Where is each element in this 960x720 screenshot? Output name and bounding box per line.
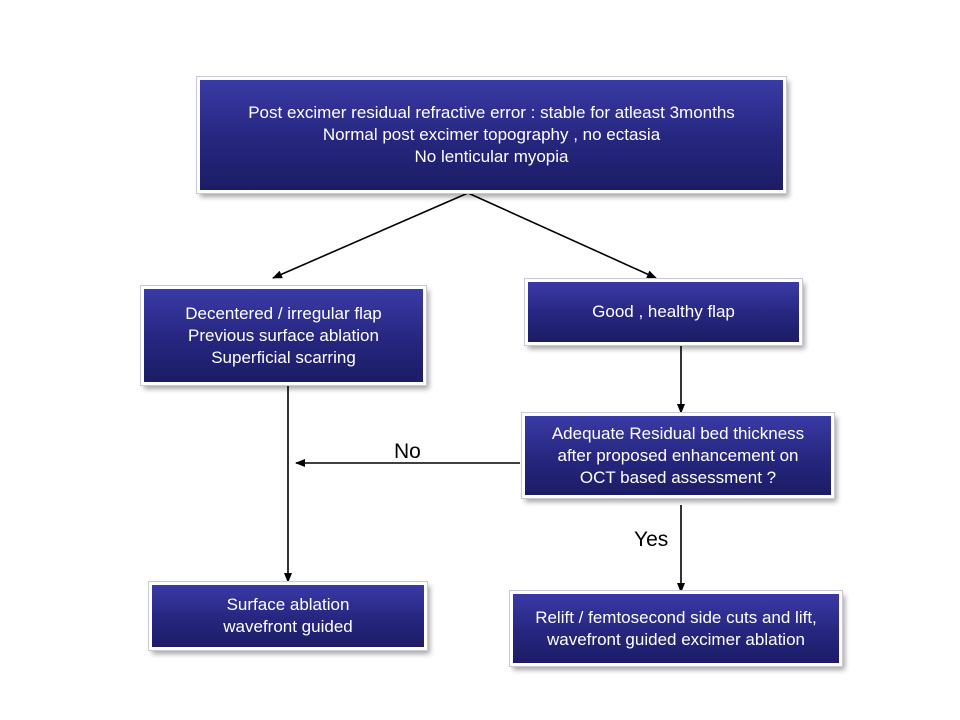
bad-flap-box: Decentered / irregular flap Previous sur… bbox=[140, 285, 427, 386]
bed-thickness-box: Adequate Residual bed thickness after pr… bbox=[521, 412, 835, 499]
bad-flap-line-2: Previous surface ablation bbox=[188, 325, 379, 345]
criteria-box: Post excimer residual refractive error :… bbox=[196, 76, 787, 194]
surface-ablation-box: Surface ablation wavefront guided bbox=[148, 581, 428, 651]
surface-ablation-line-1: Surface ablation bbox=[226, 595, 350, 614]
criteria-line-1: Post excimer residual refractive error :… bbox=[248, 103, 735, 122]
relift-line-2: wavefront guided excimer ablation bbox=[547, 629, 805, 649]
good-flap-line-1: Good , healthy flap bbox=[592, 302, 735, 321]
yes-label: Yes bbox=[634, 528, 669, 551]
no-label: No bbox=[394, 440, 421, 463]
arrow-criteria-to-good-flap bbox=[467, 192, 657, 279]
arrow-criteria-to-bad-flap bbox=[272, 192, 469, 279]
criteria-line-3: No lenticular myopia bbox=[414, 147, 569, 166]
bed-thickness-line-1: Adequate Residual bed thickness bbox=[551, 423, 805, 443]
criteria-line-2: Normal post excimer topography , no ecta… bbox=[322, 125, 661, 144]
bed-thickness-line-2: after proposed enhancement on bbox=[557, 445, 799, 465]
good-flap-box: Good , healthy flap bbox=[524, 278, 803, 346]
bad-flap-line-1: Decentered / irregular flap bbox=[185, 303, 382, 323]
surface-ablation-line-2: wavefront guided bbox=[223, 617, 353, 636]
relift-line-1: Relift / femtosecond side cuts and lift, bbox=[535, 607, 817, 627]
relift-box: Relift / femtosecond side cuts and lift,… bbox=[509, 590, 843, 667]
bad-flap-line-3: Superficial scarring bbox=[211, 347, 356, 367]
bed-thickness-line-3: OCT based assessment ? bbox=[579, 467, 777, 487]
